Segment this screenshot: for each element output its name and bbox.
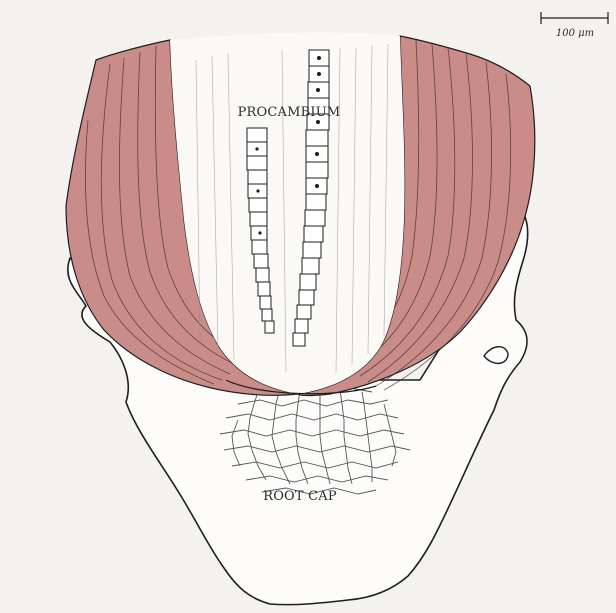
root-cap-label: ROOT CAP [263, 489, 337, 504]
procambium-label: PROCAMBIUM [238, 105, 341, 120]
scale-bar-label: 100 μm [556, 28, 594, 39]
